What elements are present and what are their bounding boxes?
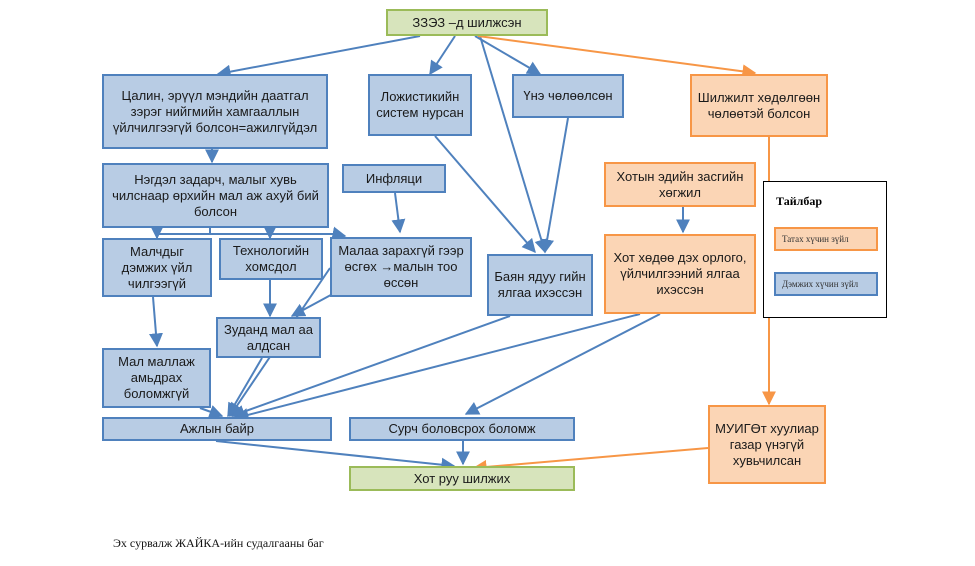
arrow-top-to-prices [474,35,542,75]
arrow-collective-to-three [150,225,211,240]
node-cannot-live-herding: Мал маллаж амьдрах боломжгүй [102,348,211,408]
legend-push-factor: Дэмжих хүчин зүйл [774,272,878,296]
node-livestock-lost-dzud: Зуданд мал аа алдсан [216,317,321,358]
node-move-to-city: Хот руу шилжих [349,466,575,491]
arrow-logistics-to-richpoor [434,135,536,254]
legend-pull-factor: Татах хүчин зүйл [774,227,878,251]
node-logistics-collapsed: Ложистикийн систем нурсан [368,74,472,136]
node-land-privatization-law: МУИГӨт хуулиар газар үнэгүй хувьчилсан [708,405,826,484]
node-collective-dissolved: Нэгдэл задарч, малыг хувь чилснаар өрхий… [102,163,329,228]
legend: Тайлбар Татах хүчин зүйл Дэмжих хүчин зү… [763,181,887,318]
arrow-top-to-logistics [429,35,456,76]
arrow-collective-to-livestock [270,226,347,241]
arrow-top-to-richpoor [479,35,549,254]
node-education-opportunity: Сурч боловсрох боломж [349,417,575,441]
node-no-social-protection: Цалин, эрүүл мэндийн даатгал зэрэг нийгм… [102,74,328,149]
arrow-herder-to-cannot [148,296,163,348]
node-jobs: Ажлын байр [102,417,332,441]
arrow-top-to-salary [216,35,421,79]
node-free-migration: Шилжилт хөдөлгөөн чөлөөтэй болсон [690,74,828,137]
node-technology-shortage: Технологийн хомсдол [219,238,323,280]
arrow-urban-to-edu [464,313,661,415]
node-livestock-growth: Малаа зарахгүй гээр өсгөх →малын тоо өсс… [330,237,472,297]
node-no-herder-support: Малчдыг дэмжих үйл чилгээгүй [102,238,212,297]
node-urban-rural-gap: Хот хөдөө дэх орлого, үйлчилгээний ялгаа… [604,234,756,314]
arrow-landlaw-to-bottom [472,447,709,474]
node-transition-to-market: ЗЗЭЗ –д шилжсэн [386,9,548,36]
node-city-economic-development: Хотын эдийн засгийн хөгжил [604,162,756,207]
legend-title: Тайлбар [776,194,823,208]
arrow-top-to-migration [477,35,757,79]
node-inflation: Инфляци [342,164,446,193]
source-caption: Эх сурвалж ЖАЙКА-ийн судалгааны баг [113,536,324,550]
arrow-inflation-to-livestock [391,192,406,234]
arrow-prices-to-richpoor [540,117,569,254]
arrow-richpoor-to-jobs [230,315,511,419]
node-prices-liberalized: Үнэ чөлөөлсөн [512,74,624,118]
arrow-jobs-to-bottom [215,440,456,472]
node-rich-poor-gap: Баян ядуу гийн ялгаа ихэссэн [487,254,593,316]
arrow-urban-to-jobs [234,313,641,422]
arrow-cannot-to-jobs [199,405,224,419]
